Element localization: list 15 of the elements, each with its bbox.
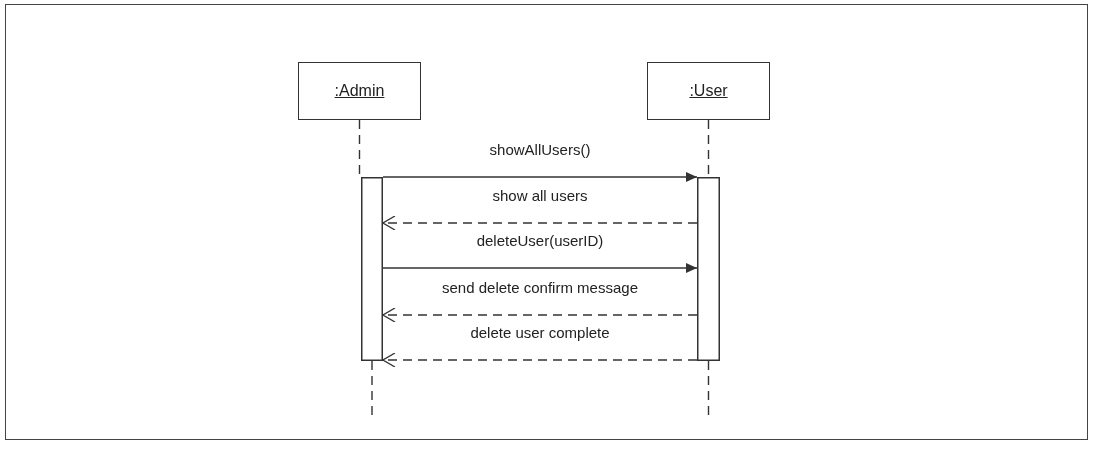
activation-bar — [361, 177, 383, 361]
activation-bar — [697, 177, 720, 361]
lifeline-head-box — [647, 62, 770, 120]
lifeline-head-box — [298, 62, 421, 120]
object-name: :Admin — [334, 82, 385, 100]
message-arrow — [382, 172, 698, 182]
message-label: deleteUser(userID) — [474, 232, 606, 250]
message-arrow — [382, 263, 698, 273]
object-name: :User — [689, 82, 728, 100]
message-label: delete user complete — [468, 324, 612, 342]
return-message-arrow — [382, 352, 698, 368]
return-message-arrow — [382, 215, 698, 231]
message-label: send delete confirm message — [440, 279, 640, 297]
return-message-arrow — [382, 307, 698, 323]
message-label: showAllUsers() — [487, 141, 593, 159]
